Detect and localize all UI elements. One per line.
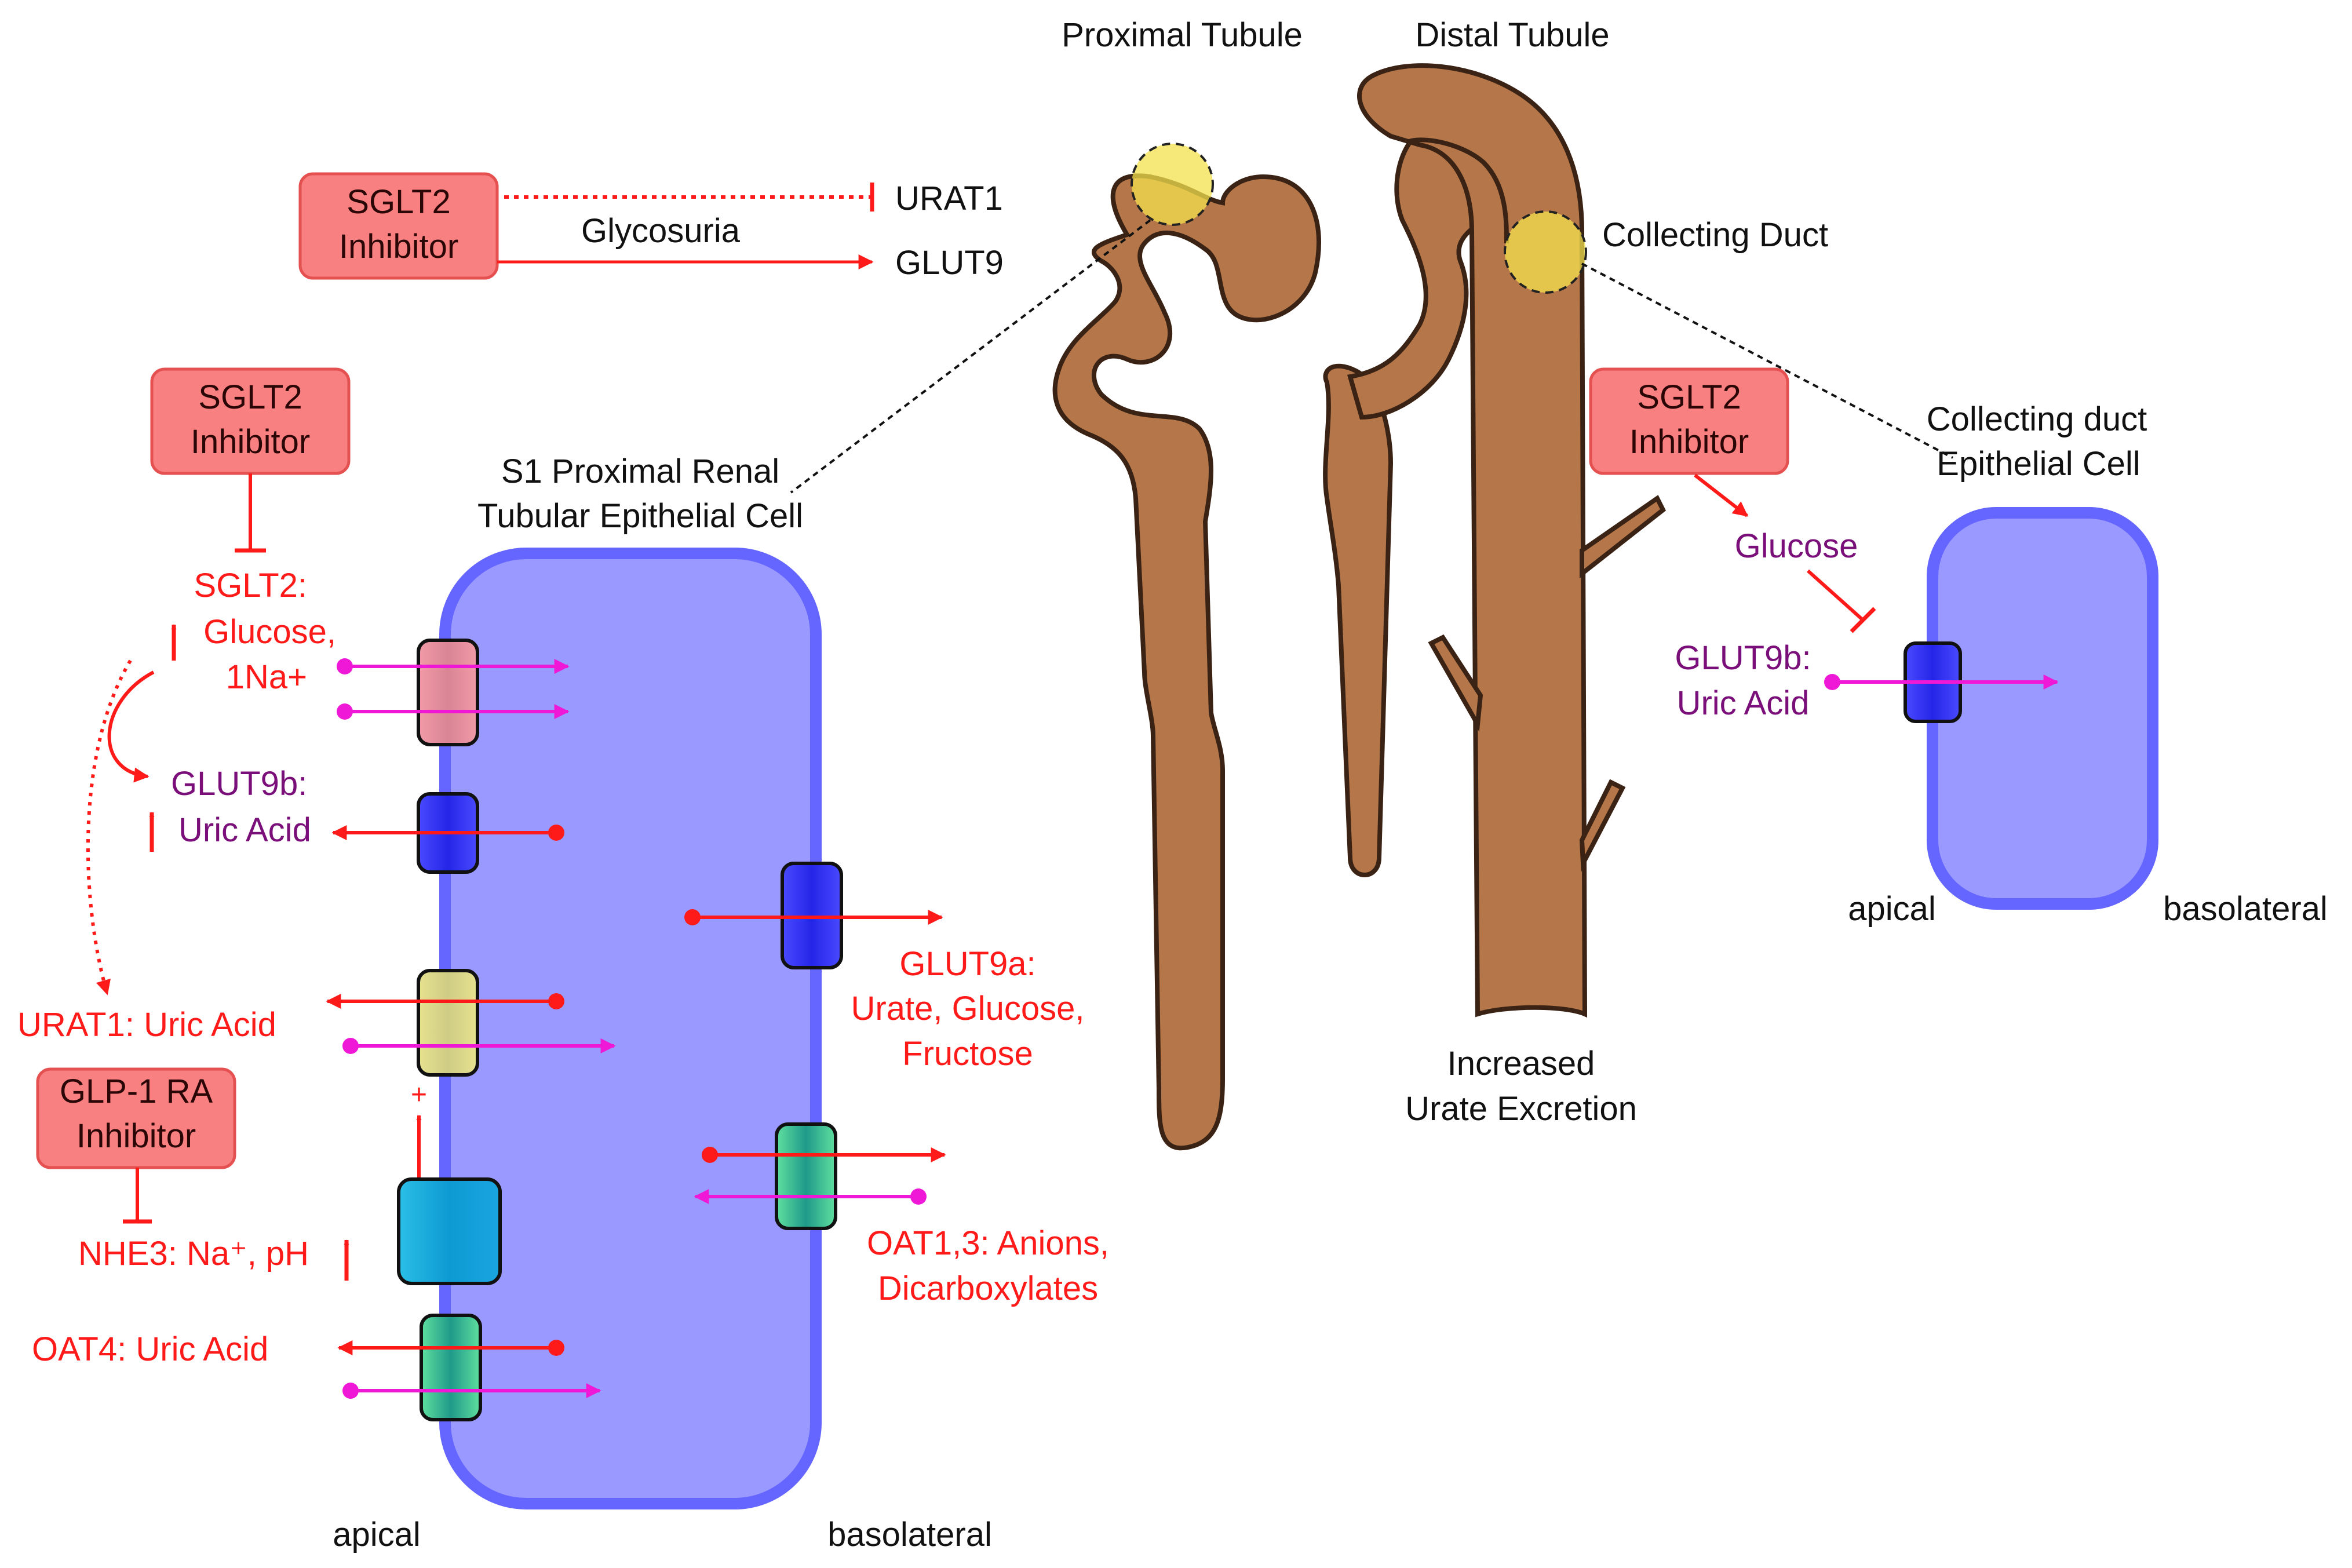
glut9a-label-line1: GLUT9a:	[899, 945, 1035, 983]
collecting-epithelial-cell	[1927, 507, 2158, 910]
collecting-glut9b-line2: Uric Acid	[1677, 684, 1810, 722]
glp1-line2: Inhibitor	[76, 1117, 196, 1155]
proximal-cell-title-line2: Tubular Epithelial Cell	[477, 497, 803, 535]
oat4-label: OAT4: Uric Acid	[32, 1330, 268, 1368]
glycosuria-label: Glycosuria	[581, 212, 741, 250]
collecting-apical-label: apical	[1848, 890, 1936, 928]
nhe3-label: NHE3: Na⁺, pH	[78, 1235, 309, 1272]
collecting-duct-shape	[1357, 63, 1588, 1018]
glp1-line1: GLP-1 RA	[60, 1073, 213, 1110]
inhibitor-to-glucose-arrow	[1694, 473, 1749, 517]
left-inhibitor-line2: Inhibitor	[191, 423, 310, 461]
sglt2-transporter	[417, 639, 479, 746]
right-inhibitor-line2: Inhibitor	[1629, 423, 1749, 461]
left-inhibitor-line1: SGLT2	[198, 378, 302, 416]
glp1-ra-inhibitor-box: GLP-1 RA Inhibitor	[36, 1067, 236, 1169]
nephron-illustration	[790, 63, 1953, 1151]
urat1-label: URAT1: Uric Acid	[17, 1006, 276, 1044]
glucose-inhibition-bar	[1850, 607, 1876, 633]
glucose-inhibition-line	[1806, 569, 1865, 622]
glut9a-label-line3: Fructose	[902, 1035, 1033, 1073]
collecting-branch-left	[1428, 634, 1483, 732]
sglt2-label-line1: SGLT2:	[194, 567, 307, 604]
proximal-apical-label: apical	[333, 1516, 421, 1554]
plus-sign: +	[411, 1080, 427, 1110]
nhe3-transporter	[397, 1177, 502, 1285]
oat13-transporter	[775, 1122, 837, 1230]
right-sglt2-inhibitor-box: SGLT2 Inhibitor	[1589, 367, 1789, 475]
top-urat1-label: URAT1	[895, 180, 1003, 217]
collecting-highlight	[1504, 210, 1587, 294]
collecting-glut9b-line1: GLUT9b:	[1675, 639, 1811, 677]
excretion-label-line2: Urate Excretion	[1405, 1090, 1637, 1128]
collecting-branch-lower	[1579, 779, 1626, 872]
proximal-tubule-shape	[1052, 173, 1321, 1151]
glut9a-label-line2: Urate, Glucose,	[851, 990, 1085, 1027]
proximal-cell-title-line1: S1 Proximal Renal	[501, 453, 779, 490]
top-glut9-label: GLUT9	[895, 244, 1004, 282]
collecting-duct-label: Collecting Duct	[1602, 216, 1828, 254]
oat13-label-line1: OAT1,3: Anions,	[867, 1224, 1109, 1262]
proximal-highlight	[1131, 143, 1214, 226]
excretion-label-line1: Increased	[1447, 1045, 1595, 1082]
distal-tubule-shape	[1323, 363, 1394, 877]
oat13-label-line2: Dicarboxylates	[878, 1270, 1098, 1307]
sglt2-label-line3: 1Na+	[226, 658, 307, 696]
glut9b-label-line1: GLUT9b:	[171, 765, 307, 803]
proximal-epithelial-cell	[439, 548, 822, 1509]
sglt2-to-glut9b-arrow	[107, 670, 155, 783]
collecting-cell-title-line1: Collecting duct	[1927, 400, 2147, 438]
collecting-basolateral-label: basolateral	[2163, 890, 2328, 928]
right-inhibitor-line1: SGLT2	[1637, 378, 1741, 416]
distal-tubule-label: Distal Tubule	[1415, 16, 1609, 54]
proximal-basolateral-label: basolateral	[827, 1516, 992, 1554]
top-inhibitor-line2: Inhibitor	[339, 228, 458, 265]
sglt2-label-line2: Glucose,	[203, 613, 336, 651]
top-sglt2-inhibitor-box: SGLT2 Inhibitor	[298, 172, 499, 280]
glut9b-label-line2: Uric Acid	[178, 811, 311, 849]
collecting-leader-line	[1581, 262, 1953, 459]
collecting-branch-upper	[1580, 495, 1667, 579]
proximal-leader-line	[790, 219, 1151, 494]
collecting-duct-inner	[1407, 137, 1509, 244]
urat1-transporter	[417, 969, 479, 1077]
collecting-glucose-label: Glucose	[1735, 527, 1858, 565]
proximal-tubule-label: Proximal Tubule	[1062, 16, 1303, 54]
left-sglt2-inhibitor-box: SGLT2 Inhibitor	[150, 367, 351, 475]
top-inhibitor-line1: SGLT2	[347, 183, 450, 221]
collecting-cell-title-line2: Epithelial Cell	[1937, 445, 2140, 483]
oat4-transporter	[420, 1314, 482, 1421]
sglt2-to-urat1-dotted-arrow	[86, 659, 132, 996]
